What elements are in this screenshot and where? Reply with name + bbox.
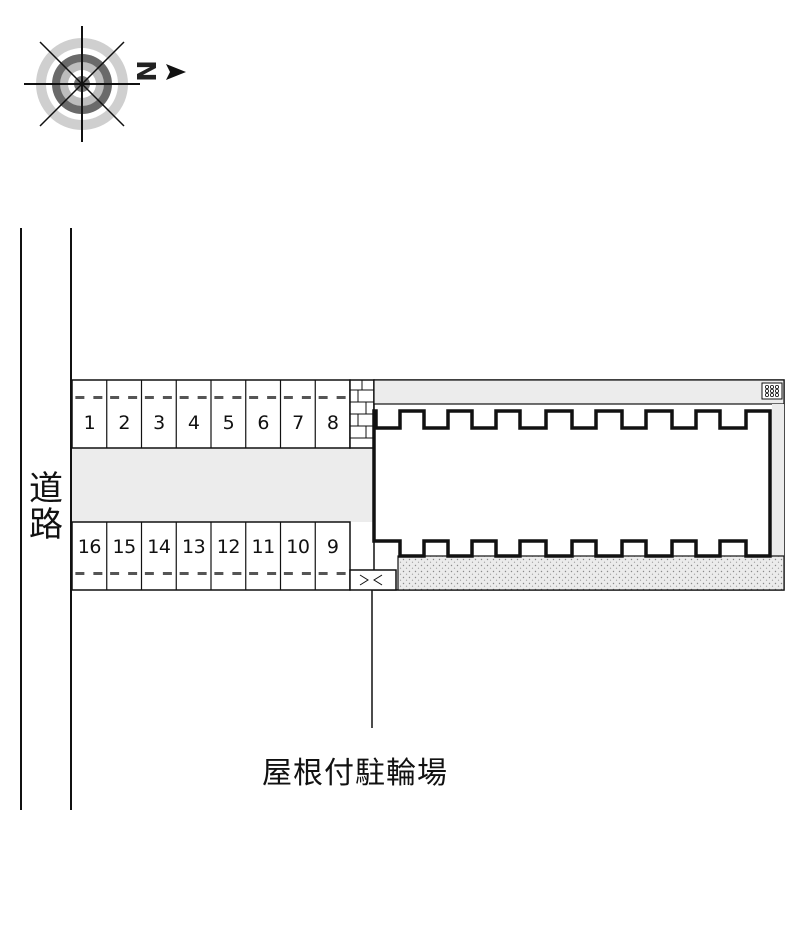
slot-marking [128, 572, 138, 575]
slot-marking [197, 572, 207, 575]
slot-marking [232, 396, 242, 399]
slot-marking [283, 572, 293, 575]
slot-marking [179, 396, 189, 399]
parking-slot-dividers [75, 380, 346, 590]
slot-marking [232, 572, 242, 575]
slot-marking [93, 572, 103, 575]
slot-marking [75, 572, 85, 575]
slot-marking [267, 572, 277, 575]
compass-rose-icon [24, 26, 186, 142]
slot-marking [93, 396, 103, 399]
slot-marking [301, 572, 311, 575]
slot-marking [267, 396, 277, 399]
parking-slot-number: 10 [286, 536, 310, 558]
road-label-bottom: 路 [29, 505, 63, 545]
slot-marking [214, 572, 224, 575]
parking-slot-number: 13 [182, 536, 206, 558]
slot-marking [128, 396, 138, 399]
parking-slot-number: 2 [118, 412, 130, 434]
slot-marking [249, 572, 259, 575]
slot-marking [162, 572, 172, 575]
parking-slot-number: 11 [251, 536, 276, 558]
parking-slot-number: 4 [187, 412, 200, 434]
slot-marking [249, 396, 259, 399]
block-wall [349, 379, 375, 449]
north-indicator: N [129, 60, 160, 82]
parking-slot-number: 8 [326, 412, 339, 434]
slot-marking [318, 572, 328, 575]
parking-slot-number: 6 [257, 412, 269, 434]
parking-slot-number: 16 [77, 536, 102, 558]
slot-marking [283, 396, 293, 399]
slot-marking [318, 396, 328, 399]
road-label-top: 道 [29, 469, 63, 509]
parking-slot-number: 12 [216, 536, 241, 558]
slot-marking [179, 572, 189, 575]
top-strip [373, 379, 785, 405]
gravel-area [397, 555, 785, 591]
road [20, 228, 72, 810]
slot-marking [197, 396, 207, 399]
parking-slot-number: 14 [147, 536, 171, 558]
slot-marking [144, 572, 154, 575]
slot-marking [214, 396, 224, 399]
slot-marking [336, 396, 346, 399]
parking-lot [72, 448, 374, 522]
slot-marking [162, 396, 172, 399]
bicycle-parking-label: 屋根付駐輪場 [262, 756, 448, 791]
parking-slot-number: 9 [326, 536, 339, 558]
parking-slot-number: 3 [153, 412, 165, 434]
parking-slot-number: 7 [292, 412, 304, 434]
building-outline [372, 409, 772, 558]
meter-icon [761, 382, 783, 400]
slot-marking [144, 396, 154, 399]
right-strip [772, 404, 784, 590]
slot-marking [110, 572, 120, 575]
parking-slot-number: 1 [83, 412, 96, 434]
slot-marking [301, 396, 311, 399]
parking-slot-number: 5 [222, 412, 235, 434]
parking-slot-number: 15 [112, 536, 137, 558]
slot-marking [336, 572, 346, 575]
slot-marking [75, 396, 85, 399]
bicycle-parking-marker [349, 569, 397, 728]
slot-marking [110, 396, 120, 399]
